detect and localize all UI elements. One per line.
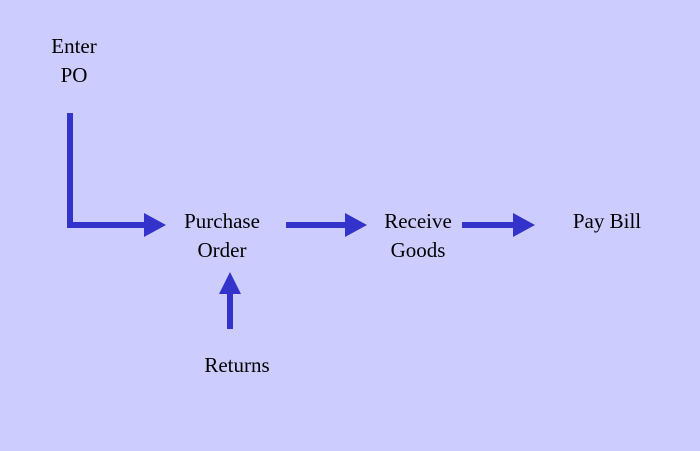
arrow-po-receive-head [345, 213, 367, 237]
node-receive-goods: Receive Goods [368, 207, 468, 265]
node-receive-goods-line1: Receive [384, 209, 452, 233]
node-purchase-order-line2: Order [197, 238, 247, 262]
arrow-enter-po-line [67, 113, 145, 228]
arrow-receive-goods-to-pay-bill [462, 213, 535, 237]
arrow-purchase-order-to-receive-goods [286, 213, 367, 237]
node-pay-bill-label: Pay Bill [572, 209, 642, 233]
node-returns: Returns [187, 351, 287, 380]
node-returns-label: Returns [204, 353, 270, 377]
arrow-enter-po-to-purchase-order [67, 113, 166, 237]
node-receive-goods-line2: Goods [390, 238, 446, 262]
arrow-receive-pay-head [513, 213, 535, 237]
arrow-enter-po-head [144, 213, 166, 237]
node-enter-po: Enter PO [34, 32, 114, 90]
node-enter-po-line2: PO [60, 63, 88, 87]
node-enter-po-line1: Enter [51, 34, 97, 58]
arrow-returns-to-purchase-order [219, 272, 241, 329]
node-purchase-order: Purchase Order [167, 207, 277, 265]
node-purchase-order-line1: Purchase [184, 209, 260, 233]
node-pay-bill: Pay Bill [557, 207, 657, 236]
arrow-returns-head [219, 272, 241, 294]
